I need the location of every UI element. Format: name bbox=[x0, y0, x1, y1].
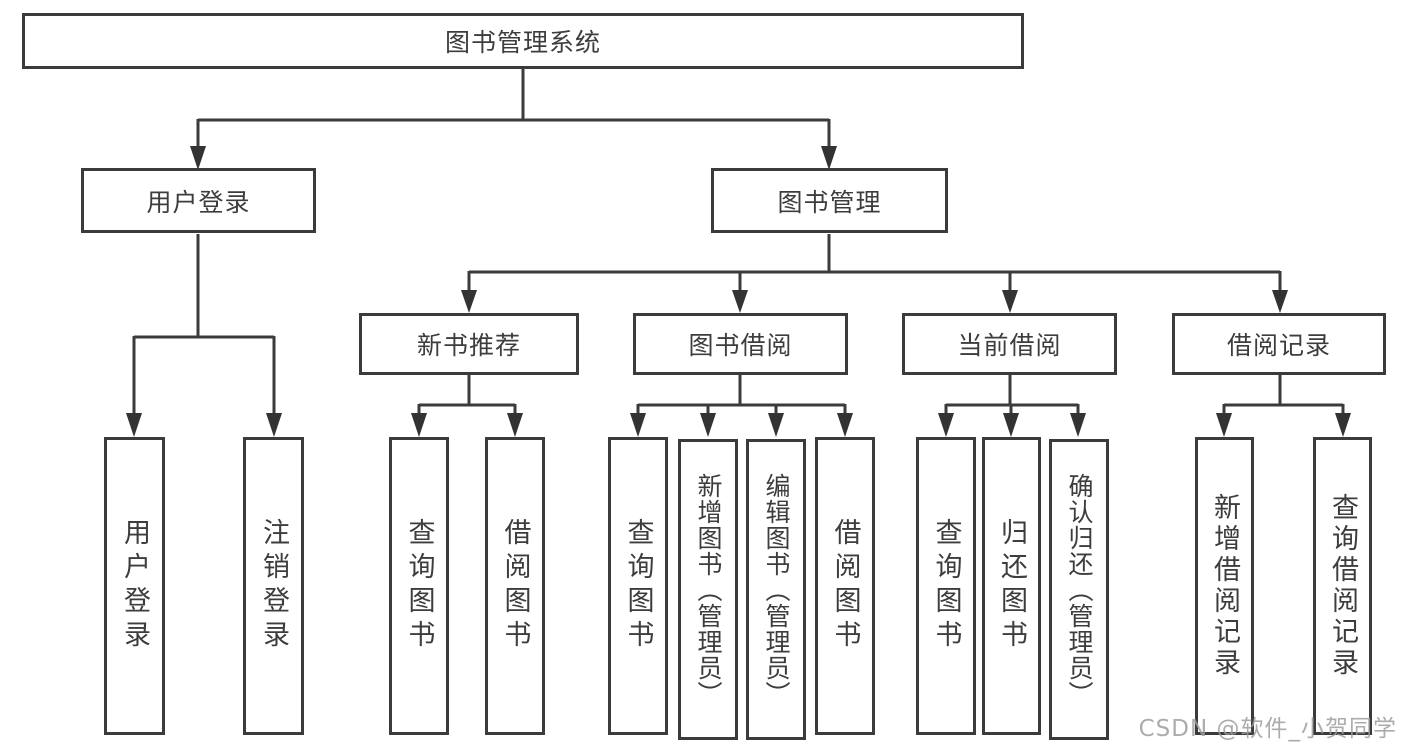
node-book-borrow: 图书借阅 bbox=[633, 313, 848, 375]
node-new-book-recommend: 新书推荐 bbox=[359, 313, 579, 375]
node-current-borrow: 当前借阅 bbox=[902, 313, 1117, 375]
node-borrow-records: 借阅记录 bbox=[1172, 313, 1386, 375]
leaf-logout: 注销登录 bbox=[243, 437, 304, 735]
leaf-borrow-books-recommend: 借阅图书 bbox=[485, 437, 545, 735]
leaf-add-book-admin: 新增图书（管理员） bbox=[678, 439, 738, 740]
node-user-login: 用户登录 bbox=[81, 168, 316, 233]
leaf-add-borrow-record: 新增借阅记录 bbox=[1195, 437, 1254, 735]
leaf-confirm-return-admin: 确认归还（管理员） bbox=[1049, 439, 1109, 740]
leaf-query-books-borrow: 查询图书 bbox=[608, 437, 668, 735]
leaf-query-books-recommend: 查询图书 bbox=[389, 437, 449, 735]
leaf-user-login: 用户登录 bbox=[104, 437, 165, 735]
node-book-management: 图书管理 bbox=[711, 168, 948, 233]
leaf-return-book: 归还图书 bbox=[982, 437, 1041, 735]
csdn-watermark: CSDN @软件_小贺同学 bbox=[1138, 716, 1397, 742]
leaf-borrow-books: 借阅图书 bbox=[815, 437, 875, 735]
leaf-query-books-current: 查询图书 bbox=[916, 437, 976, 735]
leaf-edit-book-admin: 编辑图书（管理员） bbox=[746, 439, 806, 740]
leaf-query-borrow-record: 查询借阅记录 bbox=[1313, 437, 1372, 735]
node-root-system: 图书管理系统 bbox=[22, 13, 1024, 69]
